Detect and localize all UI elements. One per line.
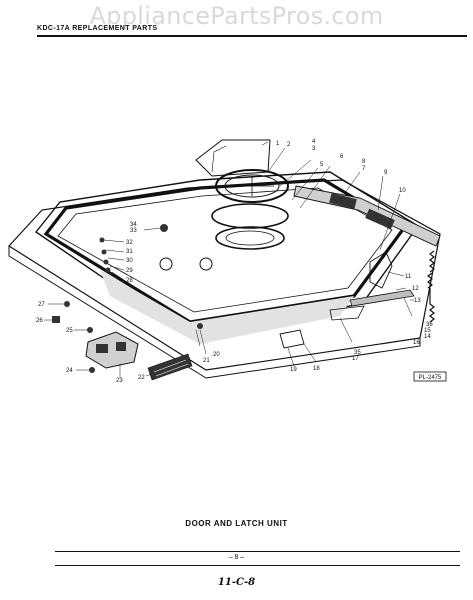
callout-23: 23 bbox=[116, 378, 123, 384]
door-spring-lower bbox=[427, 272, 435, 323]
callout-29: 29 bbox=[126, 268, 133, 274]
callout-11: 11 bbox=[405, 274, 412, 280]
callout-3: 3 bbox=[312, 146, 316, 152]
callout-6: 6 bbox=[340, 154, 344, 160]
door-inner-liner bbox=[34, 171, 420, 335]
vent-grille-slots bbox=[153, 359, 189, 377]
handwritten-note: 11-C-8 bbox=[217, 577, 256, 588]
latch-switch-2 bbox=[116, 342, 126, 351]
dispenser-cup-inner bbox=[225, 230, 275, 246]
plug-right bbox=[199, 257, 213, 271]
gasket-shadow bbox=[100, 270, 354, 344]
clip-32 bbox=[160, 224, 168, 232]
callout-1: 1 bbox=[276, 141, 280, 147]
callout-32: 32 bbox=[126, 240, 133, 246]
callout-8: 8 bbox=[362, 159, 366, 165]
watermark: AppliancePartsPros.com bbox=[89, 2, 384, 30]
callout-21: 21 bbox=[203, 358, 210, 364]
callout-17: 17 bbox=[352, 356, 359, 362]
door-outer-panel-edge bbox=[8, 246, 421, 379]
door-handle-bracket bbox=[279, 329, 305, 349]
door-spring bbox=[429, 250, 435, 273]
header-title: KDC-17A REPLACEMENT PARTS bbox=[37, 25, 158, 32]
footer-rule bbox=[55, 551, 460, 552]
bumper-20 bbox=[197, 323, 203, 329]
callout-2: 2 bbox=[287, 142, 291, 148]
callout-34: 34 bbox=[130, 222, 137, 228]
screw-33 bbox=[87, 327, 93, 333]
callout-20: 20 bbox=[213, 352, 220, 358]
dispenser-cup bbox=[215, 226, 285, 250]
screw-27 bbox=[64, 301, 70, 307]
latch-arm bbox=[349, 289, 415, 307]
screw-34 bbox=[89, 367, 95, 373]
callout-28: 28 bbox=[126, 278, 133, 284]
header-rule bbox=[37, 35, 467, 37]
callout-31: 31 bbox=[126, 249, 133, 255]
callout-35: 35 bbox=[354, 350, 361, 356]
vent-grille bbox=[147, 353, 193, 381]
latch-switch bbox=[96, 344, 108, 353]
callout-25: 25 bbox=[66, 328, 73, 334]
callout-16: 16 bbox=[413, 340, 420, 346]
callout-7: 7 bbox=[362, 166, 366, 172]
latch-lever bbox=[369, 251, 393, 289]
callout-15: 15 bbox=[424, 328, 431, 334]
ref-code: PL-2475 bbox=[419, 375, 442, 381]
leader-lines bbox=[44, 141, 414, 378]
dispenser-ring-outer bbox=[215, 169, 289, 203]
callout-36: 36 bbox=[426, 322, 433, 328]
screw-30 bbox=[101, 249, 107, 255]
screw-29 bbox=[103, 259, 109, 265]
callout-30: 30 bbox=[126, 258, 133, 264]
screw-28 bbox=[105, 267, 111, 273]
callout-13: 13 bbox=[414, 298, 421, 304]
callout-4: 4 bbox=[312, 139, 316, 145]
callout-10: 10 bbox=[399, 188, 406, 194]
callout-14: 14 bbox=[424, 334, 431, 340]
nut-26 bbox=[52, 316, 60, 323]
callout-22: 22 bbox=[138, 375, 145, 381]
callout-5: 5 bbox=[320, 162, 324, 168]
callout-26: 26 bbox=[36, 318, 43, 324]
ref-code-box bbox=[413, 371, 447, 382]
latch-assembly bbox=[85, 331, 139, 369]
callout-24: 24 bbox=[66, 368, 73, 374]
callout-labels: 1 2 3 4 5 6 7 8 9 10 11 12 13 14 15 16 1… bbox=[36, 139, 433, 384]
latch-plate bbox=[329, 305, 365, 321]
callout-9: 9 bbox=[384, 170, 388, 176]
hinge-block bbox=[329, 193, 357, 209]
hinge-block-2 bbox=[365, 208, 395, 230]
plug-left bbox=[159, 257, 173, 271]
vent-cover-shading bbox=[211, 145, 227, 173]
callout-12: 12 bbox=[412, 286, 419, 292]
screw-31 bbox=[99, 237, 105, 243]
diagram-caption: DOOR AND LATCH UNIT bbox=[185, 519, 288, 528]
callout-19: 19 bbox=[290, 367, 297, 373]
dispenser-gasket bbox=[211, 203, 289, 229]
vent-cover bbox=[195, 139, 271, 177]
footer-rule-2 bbox=[55, 565, 460, 566]
callout-18: 18 bbox=[313, 366, 320, 372]
page-number: – 8 – bbox=[228, 554, 245, 561]
dispenser-cross bbox=[230, 176, 274, 196]
dispenser-ring-inner bbox=[224, 174, 280, 198]
callout-27: 27 bbox=[38, 302, 45, 308]
callout-33: 33 bbox=[130, 228, 137, 234]
